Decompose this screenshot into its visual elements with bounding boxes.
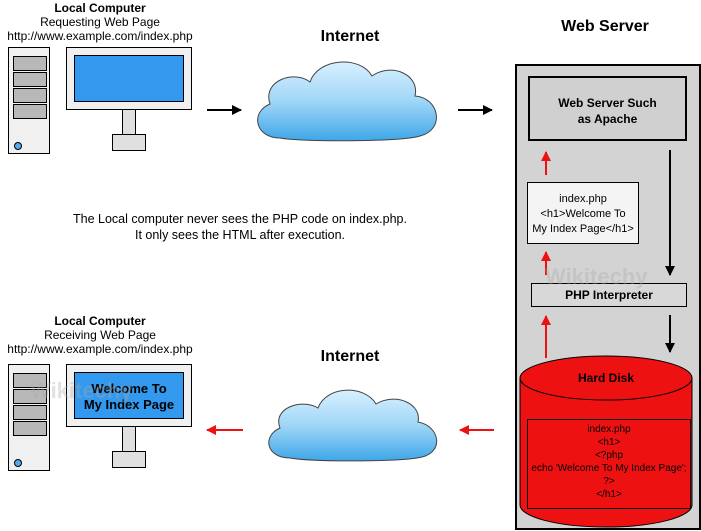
apache-box: Web Server Such as Apache [528,76,687,141]
top-client-title: Local Computer [54,1,146,15]
disk-file-box: index.php <h1> <?php echo 'Welcome To My… [527,419,691,509]
php-interpreter-box: PHP Interpreter [531,283,687,307]
hard-disk-icon [519,355,693,528]
internet-top-label: Internet [320,28,380,45]
top-client-screen [74,55,184,102]
top-client-tower [8,47,50,154]
internet-cloud-icon [268,389,438,462]
power-led-icon [14,459,22,467]
bottom-client-monitor: Welcome To My Index Page [66,364,192,427]
bottom-client-subtitle: Receiving Web Page [44,328,156,342]
bottom-client-screen: Welcome To My Index Page [74,372,184,419]
bottom-client-monitor-base [112,451,146,468]
top-client-monitor [66,47,192,110]
watermark: Wikitechy [545,264,648,289]
top-client-subtitle: Requesting Web Page [40,15,160,29]
bottom-client-url: http://www.example.com/index.php [7,342,193,356]
internet-cloud-icon [257,61,437,142]
note-line2: It only sees the HTML after execution. [134,228,346,242]
output-file-box: index.php <h1>Welcome To My Index Page</… [527,182,639,244]
note-line1: The Local computer never sees the PHP co… [72,212,407,226]
screen-text-line2: My Index Page [83,397,175,412]
bottom-client-title: Local Computer [54,314,146,328]
screen-text-line1: Welcome To [91,381,167,396]
internet-bottom-label: Internet [320,348,380,365]
power-led-icon [14,142,22,150]
hard-disk-label: Hard Disk [577,371,635,385]
top-client-monitor-base [112,134,146,151]
server-title: Web Server [561,18,649,35]
top-client-url: http://www.example.com/index.php [7,29,193,43]
bottom-client-tower [8,364,50,471]
watermark: Wikitechy [30,378,133,403]
